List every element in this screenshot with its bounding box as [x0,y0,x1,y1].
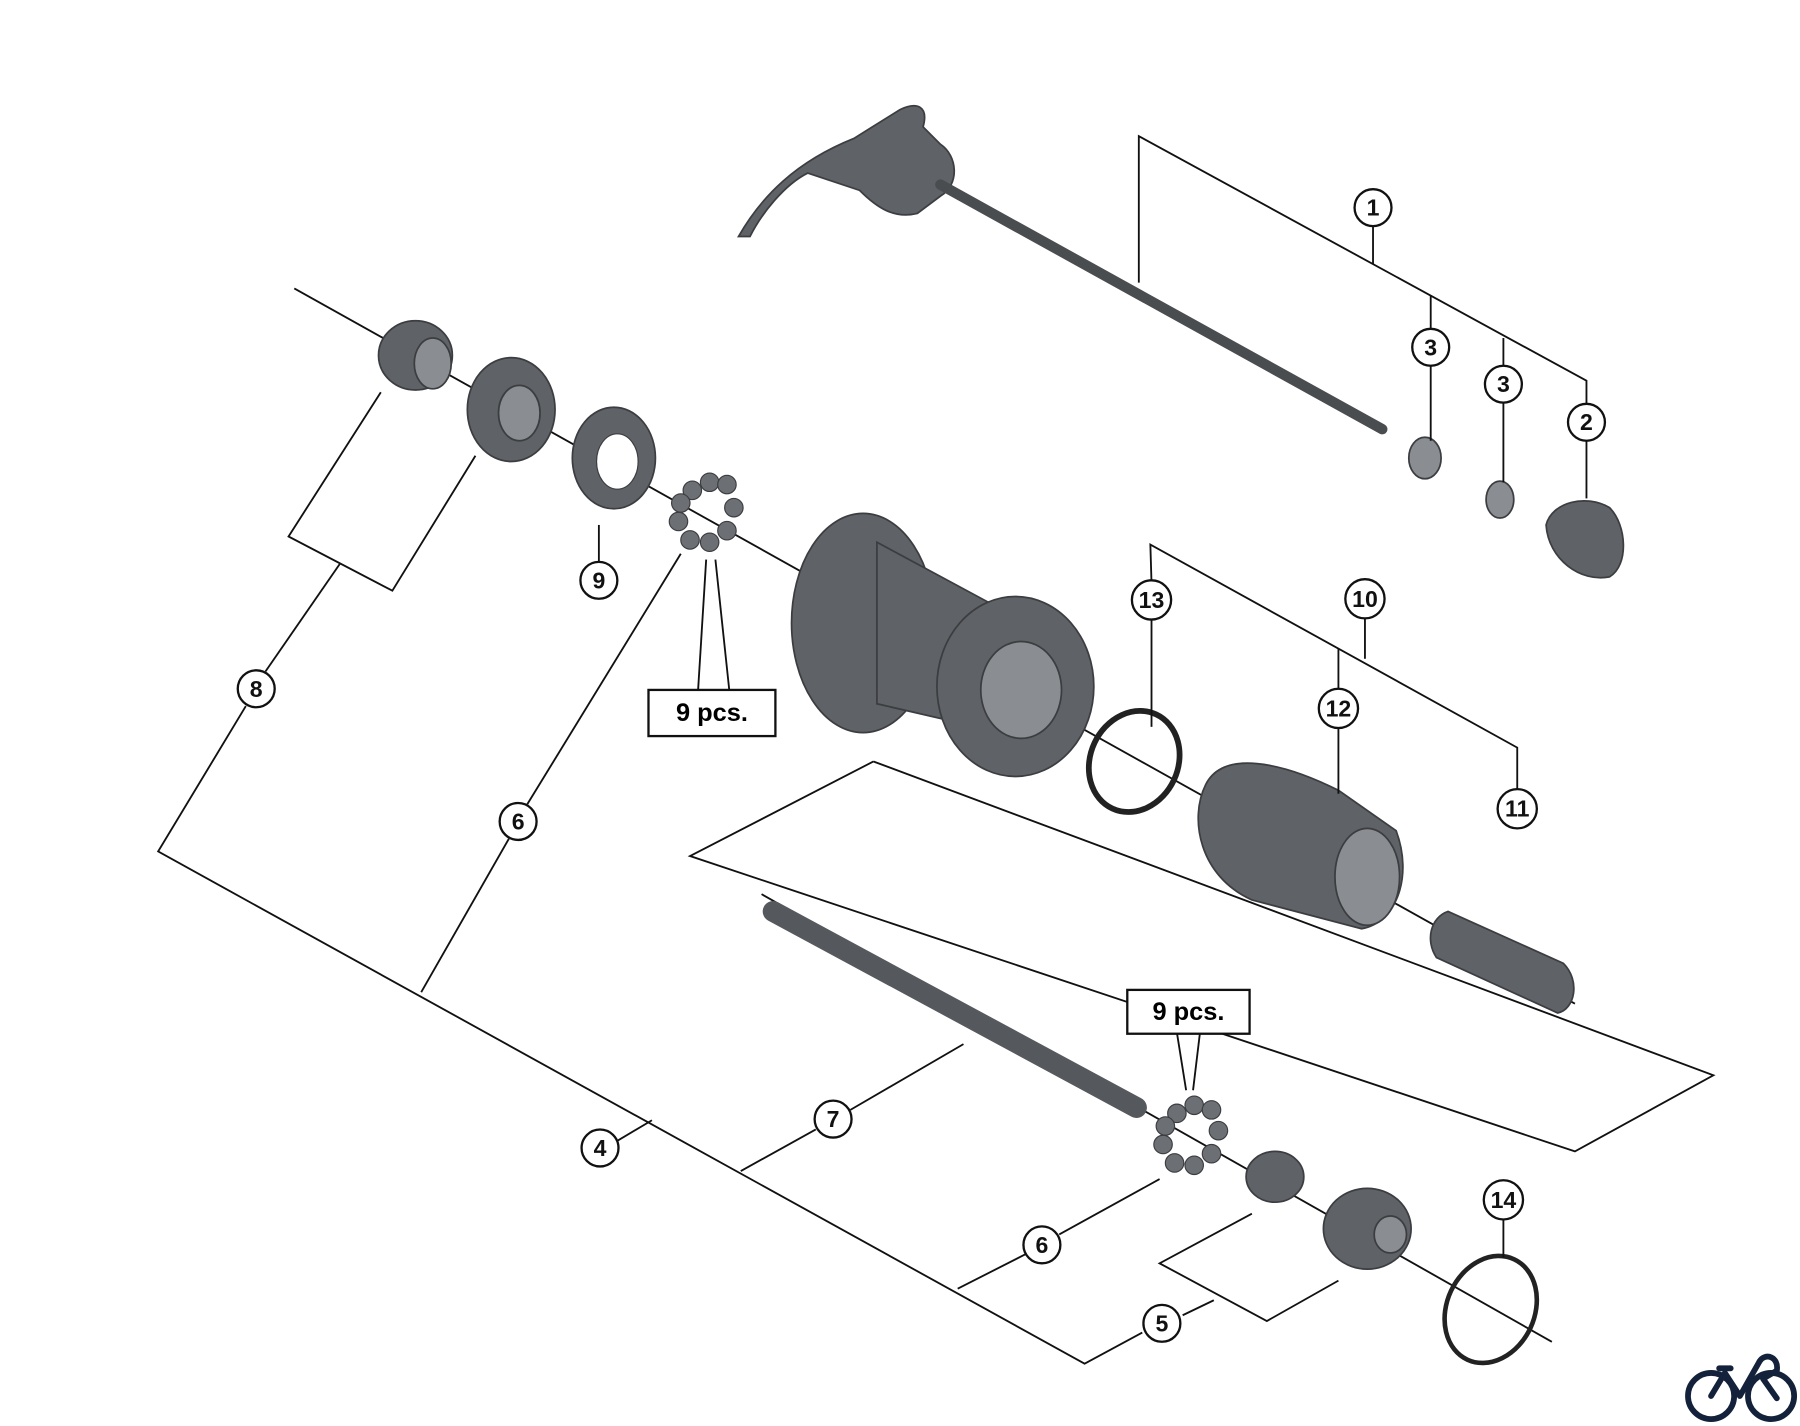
svg-text:7: 7 [827,1106,840,1132]
note-9pcs-lower: 9 pcs. [1126,988,1251,1035]
svg-text:6: 6 [1035,1232,1048,1258]
svg-text:6: 6 [512,808,525,834]
svg-text:3: 3 [1424,334,1437,360]
svg-text:1: 1 [1367,195,1380,221]
right-locknut [1322,1187,1412,1270]
left-cone [466,356,556,463]
right-cone [1245,1150,1305,1204]
dust-cap-9 [571,406,657,510]
svg-text:9: 9 [592,567,605,593]
freehub-body [1197,762,1404,930]
note-9pcs-upper: 9 pcs. [647,688,777,738]
callout-7: 7 [813,1099,853,1139]
ball-bearings-lower [1153,1095,1229,1176]
bicycle-logo [1685,1353,1798,1422]
callout-6a: 6 [498,801,538,842]
callout-14: 14 [1482,1179,1525,1221]
quick-release-skewer [736,105,1625,579]
o-ring-13 [1085,708,1183,815]
callout-10: 10 [1344,578,1386,620]
svg-text:9 pcs.: 9 pcs. [1152,998,1224,1026]
callout-2: 2 [1566,402,1607,442]
callout-6b: 6 [1022,1225,1062,1265]
svg-text:13: 13 [1139,587,1165,613]
svg-text:5: 5 [1155,1310,1168,1336]
svg-text:11: 11 [1505,796,1530,822]
callout-8: 8 [236,669,276,709]
leader-lines [156,134,1716,1365]
callout-3b: 3 [1483,364,1524,404]
callout-12: 12 [1317,687,1360,730]
svg-text:2: 2 [1580,409,1593,435]
callout-11: 11 [1496,787,1539,830]
svg-text:12: 12 [1326,695,1352,721]
callout-3a: 3 [1411,327,1451,367]
callout-4: 4 [580,1128,620,1168]
svg-text:4: 4 [594,1135,607,1161]
hub-axle-7 [762,901,1147,1118]
hub-shell [790,512,1095,778]
svg-text:8: 8 [250,676,263,702]
svg-text:3: 3 [1497,371,1510,397]
left-locknut [377,319,454,391]
ball-bearings-upper [668,472,744,553]
callout-1: 1 [1353,188,1393,228]
freehub-bolt-11 [1429,910,1575,1014]
svg-text:9 pcs.: 9 pcs. [676,699,748,727]
spacer-ring-14 [1442,1253,1540,1366]
callout-9: 9 [579,560,619,600]
svg-text:14: 14 [1491,1187,1517,1213]
callout-13: 13 [1130,579,1173,621]
callout-5: 5 [1142,1303,1182,1343]
svg-text:10: 10 [1352,586,1378,612]
